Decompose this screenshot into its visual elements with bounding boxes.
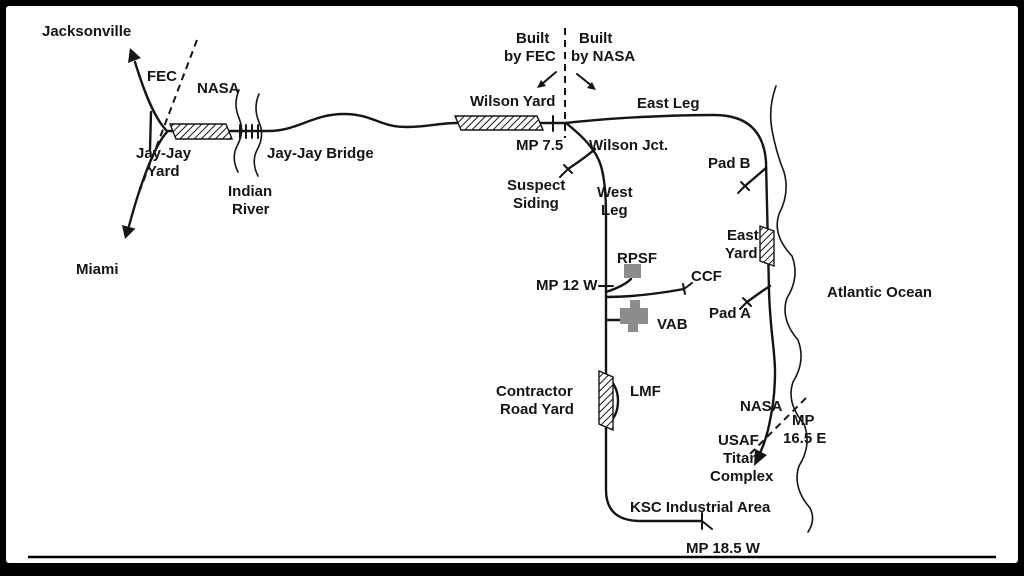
west-leg-track (564, 121, 704, 523)
label-jay-jay-bridge: Jay-Jay Bridge (267, 145, 374, 162)
rpsf-spur (604, 277, 633, 294)
label-usaf-titan-line3: Complex (710, 468, 774, 485)
label-nasa-east: NASA (740, 398, 783, 415)
label-indian-river-line2: River (232, 201, 270, 218)
label-pad-b: Pad B (708, 155, 751, 172)
jay-jay-bridge-ticks (239, 124, 259, 139)
label-lmf: LMF (630, 383, 661, 400)
label-suspect-siding-line2: Siding (513, 195, 559, 212)
label-vab: VAB (657, 316, 688, 333)
label-built-by-nasa-line1: Built (579, 30, 612, 47)
built-by-nasa-arrow-line (576, 73, 593, 87)
label-east-leg: East Leg (637, 95, 700, 112)
titan-complex-arrowhead (754, 449, 767, 466)
label-pad-a: Pad A (709, 305, 751, 322)
pad-a-end-tick (739, 297, 752, 310)
label-mp-12-w: MP 12 W (536, 277, 598, 294)
label-wilson-jct: Wilson Jct. (589, 137, 668, 154)
label-east-yard-line1: East (727, 227, 759, 244)
jacksonville-arrowhead (128, 48, 141, 63)
label-indian-river-line1: Indian (228, 183, 272, 200)
label-built-by-nasa-line2: by NASA (571, 48, 635, 65)
jacksonville-stem-track (133, 60, 169, 133)
ccf-spur (604, 287, 686, 299)
jay-jay-wye-chord (148, 110, 153, 152)
pad-b-end-tick (737, 181, 750, 194)
contractor-road-yard-symbol (598, 369, 614, 432)
label-rpsf: RPSF (617, 250, 657, 267)
label-built-by-fec-line1: Built (516, 30, 549, 47)
ccf-end-tick (682, 282, 693, 295)
label-west-leg-line1: West (597, 184, 633, 201)
label-usaf-titan-line2: Titan (723, 450, 759, 467)
label-fec: FEC (147, 68, 177, 85)
label-contractor-road-yard-line2: Road Yard (500, 401, 574, 418)
miami-arrowhead (122, 225, 136, 239)
vab-building (620, 300, 648, 332)
pad-b-spur (743, 166, 768, 188)
jay-jay-yard-symbol (168, 123, 234, 140)
label-contractor-road-yard-line1: Contractor (496, 383, 573, 400)
buildings (620, 264, 648, 332)
label-west-leg-line2: Leg (601, 202, 628, 219)
suspect-siding-spur (566, 147, 597, 171)
label-mp-7-5: MP 7.5 (516, 137, 563, 154)
label-mp-18-5-w: MP 18.5 W (686, 540, 761, 557)
rpsf-building (624, 264, 641, 278)
built-by-fec-arrowhead (537, 80, 546, 88)
east-yard-symbol (759, 225, 775, 267)
main-line-track (166, 112, 568, 133)
indian-river-line-east (253, 93, 263, 177)
label-jay-jay-yard-line2: Yard (147, 163, 180, 180)
label-suspect-siding-line1: Suspect (507, 177, 565, 194)
built-by-nasa-arrowhead (587, 82, 596, 90)
label-east-yard-line2: Yard (725, 245, 758, 262)
wilson-yard-symbol (453, 115, 545, 131)
label-wilson-yard: Wilson Yard (470, 93, 555, 110)
miami-stem-track (127, 130, 169, 228)
suspect-siding-end-tick (559, 164, 573, 178)
pad-a-spur (745, 284, 772, 304)
label-mp-16-5-e-line1: MP (792, 412, 815, 429)
ksc-end-tick (701, 512, 713, 530)
map-labels: Jacksonville FEC NASA Jay-Jay Yard Jay-J… (42, 23, 932, 557)
label-usaf-titan-line1: USAF (718, 432, 759, 449)
label-nasa-west: NASA (197, 80, 240, 97)
nasa-usaf-boundary-dashed-line (746, 397, 807, 458)
label-atlantic-ocean: Atlantic Ocean (827, 284, 932, 301)
yards (168, 115, 775, 432)
atlantic-coastline (769, 85, 814, 533)
label-miami: Miami (76, 261, 119, 278)
east-leg-track (564, 113, 777, 463)
label-ksc-industrial-area: KSC Industrial Area (630, 499, 771, 516)
label-jacksonville: Jacksonville (42, 23, 131, 40)
label-mp-16-5-e-line2: 16.5 E (783, 430, 826, 447)
built-by-fec-arrow-line (541, 71, 557, 85)
track-marks (239, 115, 752, 530)
label-ccf: CCF (691, 268, 722, 285)
direction-arrows (122, 48, 767, 466)
label-jay-jay-yard-line1: Jay-Jay (136, 145, 192, 162)
label-built-by-fec-line2: by FEC (504, 48, 556, 65)
